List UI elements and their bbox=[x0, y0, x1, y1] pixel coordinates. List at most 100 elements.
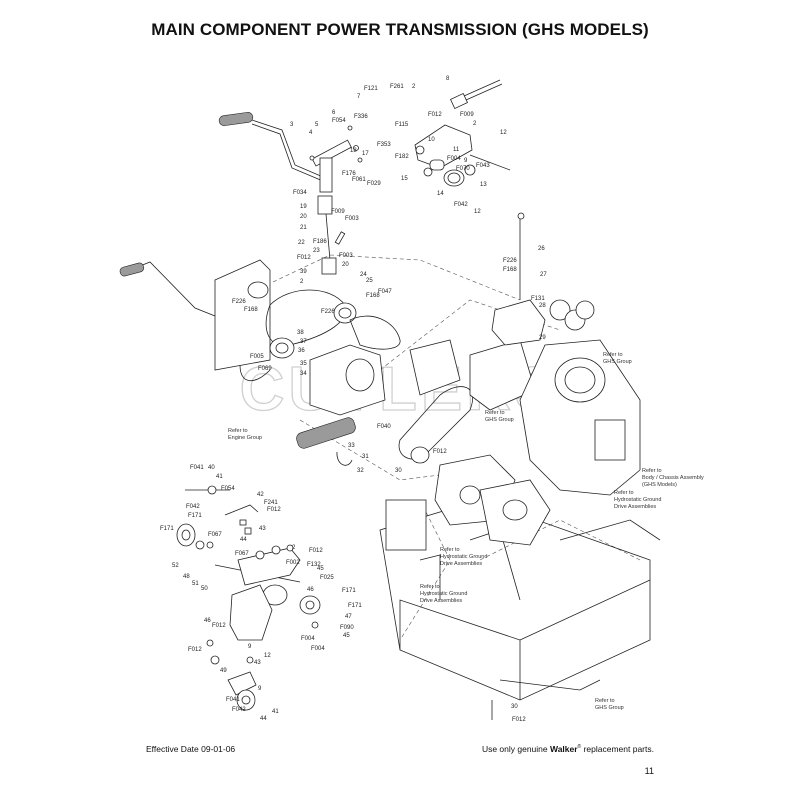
callout-label: 20 bbox=[300, 214, 307, 220]
callout-label: 2 bbox=[300, 279, 304, 285]
callout-label: 2 bbox=[292, 545, 296, 551]
callout-label: F115 bbox=[395, 122, 409, 128]
callout-label: 26 bbox=[538, 246, 545, 252]
callout-label: F241 bbox=[264, 500, 278, 506]
callout-label: F012 bbox=[309, 548, 323, 554]
callout-label: F040 bbox=[377, 424, 391, 430]
callout-label: 44 bbox=[260, 716, 267, 722]
callout-label: 47 bbox=[345, 614, 352, 620]
callout-label: 43 bbox=[254, 660, 261, 666]
callout-label: F009 bbox=[460, 112, 474, 118]
callout-label: 35 bbox=[300, 361, 307, 367]
callout-label: 10 bbox=[428, 137, 435, 143]
callout-label: F168 bbox=[366, 293, 380, 299]
callout-label: F131 bbox=[531, 296, 545, 302]
callout-label: F003 bbox=[339, 253, 353, 259]
callout-label: 17 bbox=[362, 151, 369, 157]
lower-linkage-assembly bbox=[176, 485, 321, 711]
callout-label: 12 bbox=[264, 653, 271, 659]
callout-label: 2 bbox=[412, 84, 416, 90]
callout-label: 28 bbox=[539, 303, 546, 309]
callout-label: 42 bbox=[257, 492, 264, 498]
callout-label: F132 bbox=[307, 562, 321, 568]
callout-label: F043 bbox=[476, 163, 490, 169]
callout-label: F054 bbox=[332, 118, 346, 124]
callout-label: F012 bbox=[212, 623, 226, 629]
callout-label: 40 bbox=[208, 465, 215, 471]
callout-label: F353 bbox=[377, 142, 391, 148]
registered-mark: ® bbox=[577, 744, 582, 751]
callout-label: F186 bbox=[313, 239, 327, 245]
callout-label: F054 bbox=[221, 486, 235, 492]
callout-label: F067 bbox=[235, 551, 249, 557]
callout-label: F182 bbox=[395, 154, 409, 160]
parts-prefix: Use only genuine bbox=[481, 744, 550, 754]
callout-label: F070 bbox=[456, 166, 470, 172]
callout-label: 41 bbox=[216, 474, 223, 480]
callout-label: F061 bbox=[352, 177, 366, 183]
callout-label: F041 bbox=[226, 697, 240, 703]
callout-label: F171 bbox=[342, 588, 356, 594]
callout-label: 8 bbox=[446, 76, 450, 82]
callout-label: 48 bbox=[183, 574, 190, 580]
callout-label: F171 bbox=[160, 526, 174, 532]
callout-label: 37 bbox=[300, 339, 307, 345]
callout-label: F226 bbox=[321, 309, 335, 315]
parts-suffix: replacement parts. bbox=[581, 744, 654, 754]
callout-label: 34 bbox=[300, 371, 307, 377]
callout-label: F261 bbox=[390, 84, 404, 90]
callout-label: 12 bbox=[474, 209, 481, 215]
callout-label: F004 bbox=[311, 646, 325, 652]
callout-label: 20 bbox=[342, 262, 349, 268]
callout-label: F012 bbox=[428, 112, 442, 118]
callout-label: 46 bbox=[204, 618, 211, 624]
callout-label: 51 bbox=[192, 581, 199, 587]
callout-label: 3 bbox=[290, 122, 294, 128]
brand-name: Walker bbox=[549, 744, 578, 754]
callout-label: F012 bbox=[433, 449, 447, 455]
callout-label: 43 bbox=[259, 526, 266, 532]
callout-label: 19 bbox=[300, 204, 307, 210]
callout-label: F168 bbox=[244, 307, 258, 313]
callout-label: F047 bbox=[378, 289, 392, 295]
callout-label: 6 bbox=[332, 110, 336, 116]
callout-label: F003 bbox=[345, 216, 359, 222]
genuine-parts-notice: Use only genuine Walker® replacement par… bbox=[482, 744, 654, 754]
callout-label: 12 bbox=[500, 130, 507, 136]
callout-label: 11 bbox=[453, 147, 460, 153]
callout-label: 31 bbox=[362, 454, 369, 460]
effective-date: Effective Date 09-01-06 bbox=[146, 744, 236, 754]
callout-label: 29 bbox=[539, 335, 546, 341]
callout-label: F226 bbox=[503, 258, 517, 264]
callout-label: F012 bbox=[267, 507, 281, 513]
callout-label: 18 bbox=[350, 148, 357, 154]
callout-label: F121 bbox=[364, 86, 378, 92]
right-gearbox-engine bbox=[491, 212, 641, 496]
callout-label: 4 bbox=[309, 130, 313, 136]
callout-label: F069 bbox=[258, 366, 272, 372]
callout-label: F336 bbox=[354, 114, 368, 120]
callout-label: 46 bbox=[307, 587, 314, 593]
callout-label: F029 bbox=[367, 181, 381, 187]
callout-label: 15 bbox=[401, 176, 408, 182]
callout-label: 45 bbox=[343, 633, 350, 639]
callout-label: 5 bbox=[315, 122, 319, 128]
callout-label: F025 bbox=[320, 575, 334, 581]
page-title: MAIN COMPONENT POWER TRANSMISSION (GHS M… bbox=[151, 20, 649, 39]
callout-label: 45 bbox=[317, 566, 324, 572]
callout-label: F090 bbox=[340, 625, 354, 631]
callout-label: 30 bbox=[395, 468, 402, 474]
callout-label: F005 bbox=[250, 354, 264, 360]
callout-label: F042 bbox=[186, 504, 200, 510]
callout-label: F067 bbox=[208, 532, 222, 538]
center-gearbox-assembly bbox=[296, 339, 536, 466]
callout-label: F171 bbox=[348, 603, 362, 609]
